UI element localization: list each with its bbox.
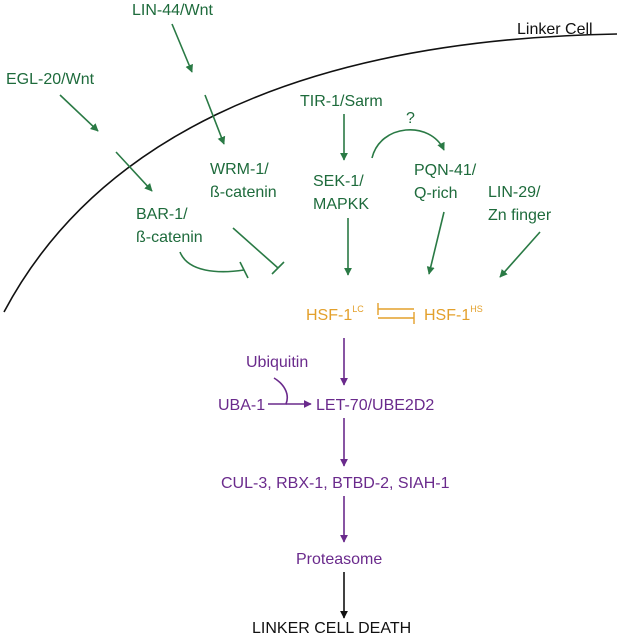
wrm1-label-line2: ß-catenin (210, 184, 277, 201)
ubiquitin-label: Ubiquitin (246, 354, 308, 371)
let70-label: LET-70/UBE2D2 (316, 397, 434, 414)
bar1-inhibition-bar (239, 261, 249, 279)
uba1-label: UBA-1 (218, 397, 265, 414)
egl20-wnt-label: EGL-20/Wnt (6, 71, 95, 88)
lin29-label-line2: Zn finger (488, 207, 552, 224)
bar1-inhibition-curve (179, 251, 245, 273)
cell-membrane (3, 33, 617, 313)
lin44-to-membrane-arrow (171, 23, 193, 73)
proteasome-label: Proteasome (296, 551, 382, 568)
e3-complex-label: CUL-3, RBX-1, BTBD-2, SIAH-1 (221, 475, 450, 492)
hsf1-hs-sup: HS (470, 304, 483, 314)
hsf1-hs-label: HSF-1HS (424, 304, 483, 324)
wrm1-inhibition-bar (271, 261, 285, 275)
hsf1-hs-base: HSF-1 (424, 307, 470, 324)
lin44-wnt-label: LIN-44/Wnt (132, 2, 213, 19)
egl20-to-membrane-arrow (59, 94, 99, 132)
egl20-to-bar1-arrow (115, 151, 153, 192)
pqn41-label-line1: PQN-41/ (414, 162, 477, 179)
sek1-label-line1: SEK-1/ (313, 173, 364, 190)
bar1-label-line2: ß-catenin (136, 229, 203, 246)
hsf1-lc-sup: LC (352, 304, 364, 314)
cell-label: Linker Cell (517, 21, 593, 38)
wrm1-label-line1: WRM-1/ (210, 161, 269, 178)
lin29-to-hsf1-arrow (499, 231, 541, 278)
lin44-to-wrm1-arrow (204, 94, 226, 145)
sek1-to-pqn41-question-arrow (371, 128, 445, 159)
linker-cell-death-label: LINKER CELL DEATH (252, 620, 411, 635)
lin29-label-line1: LIN-29/ (488, 184, 541, 201)
ubiquitin-transfer-arrow (268, 377, 289, 405)
hsf1-lc-label: HSF-1LC (306, 304, 364, 324)
question-mark: ? (406, 110, 415, 127)
bar1-label-line1: BAR-1/ (136, 206, 188, 223)
wrm1-inhibition-line (232, 227, 279, 269)
hsf1-lc-base: HSF-1 (306, 307, 352, 324)
pqn41-label-line2: Q-rich (414, 185, 458, 202)
tir1-label: TIR-1/Sarm (300, 93, 383, 110)
sek1-label-line2: MAPKK (313, 196, 369, 213)
pqn41-to-hsf1-arrow (426, 211, 445, 275)
